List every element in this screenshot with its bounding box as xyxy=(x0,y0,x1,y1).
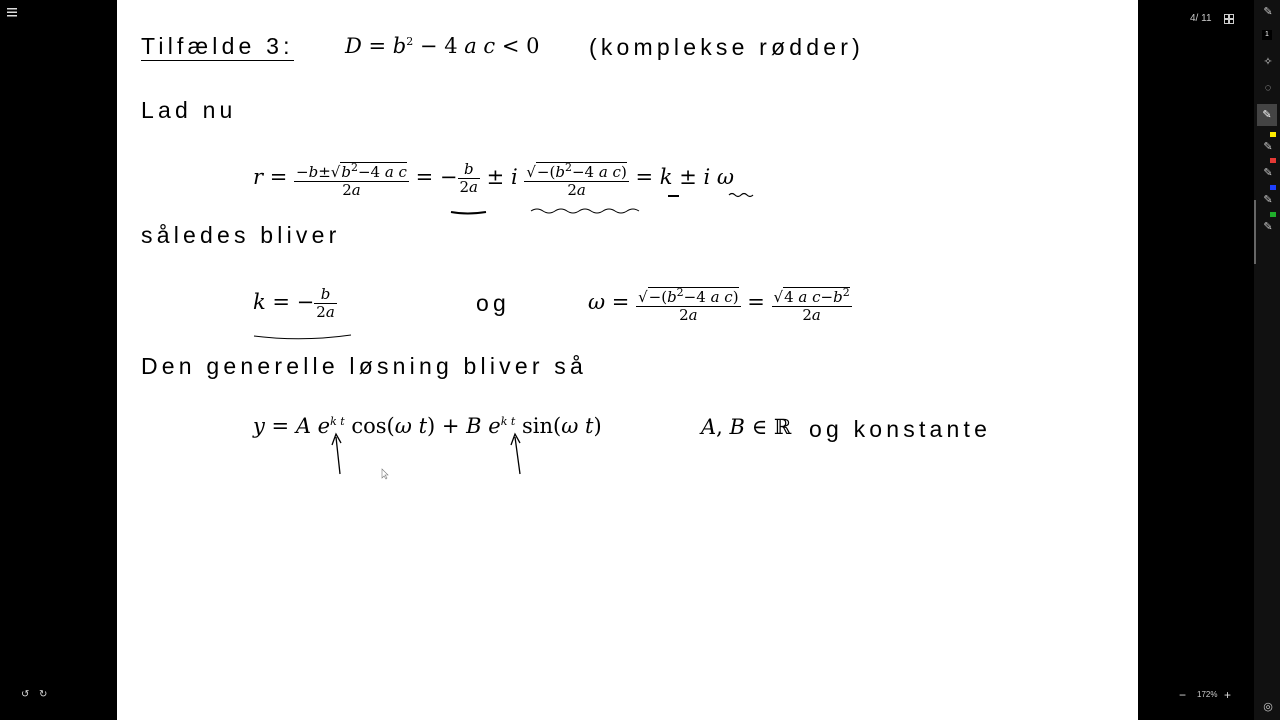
case-condition-note: (komplekse rødder) xyxy=(589,34,864,60)
constants-text: og konstante xyxy=(809,416,992,442)
pen-width-indicator: 1 xyxy=(1262,30,1272,40)
undo-icon[interactable]: ↺ xyxy=(21,689,30,700)
wavy-underline-k-definition xyxy=(253,334,352,340)
zoom-out-icon[interactable]: − xyxy=(1179,688,1187,702)
underline-minus-b-over-2a xyxy=(450,211,487,215)
let-now-text: Lad nu xyxy=(141,97,237,123)
yellow-swatch xyxy=(1270,132,1276,137)
laser-pointer-icon[interactable]: ✧ xyxy=(1263,56,1273,68)
blue-swatch xyxy=(1270,185,1276,190)
thus-text: således bliver xyxy=(141,222,341,248)
discriminant-formula: D = b2 − 4 a c < 0 xyxy=(345,34,540,58)
page-counter: 4/ 11 xyxy=(1190,13,1212,24)
pen-red-icon[interactable]: ✎ xyxy=(1263,167,1273,179)
toolbar-scrollbar[interactable] xyxy=(1254,200,1256,264)
wavy-underline-sqrt-term xyxy=(530,208,640,214)
mouse-cursor-icon xyxy=(381,468,389,480)
grid-view-icon[interactable] xyxy=(1224,14,1234,26)
pen-blue-icon[interactable]: ✎ xyxy=(1263,194,1273,206)
zoom-level: 172% xyxy=(1197,690,1218,699)
menu-icon[interactable] xyxy=(6,6,18,20)
general-solution-formula: y = A ek t cos(ω t) + B ek t sin(ω t) xyxy=(253,414,602,438)
highlighter-yellow-icon[interactable]: ✎ xyxy=(1263,141,1273,153)
redo-icon[interactable]: ↻ xyxy=(39,689,48,700)
red-swatch xyxy=(1270,158,1276,163)
arrow-first-exponent xyxy=(331,432,342,475)
constants-set: A, B ∈ ℝ xyxy=(701,415,792,439)
case-label: Tilfælde 3: xyxy=(141,33,294,61)
pen-tool-active[interactable]: ✎ xyxy=(1257,104,1277,126)
arrow-second-exponent xyxy=(510,432,521,475)
pen-green-icon[interactable]: ✎ xyxy=(1263,221,1273,233)
lasso-icon[interactable]: ◌ xyxy=(1264,82,1272,94)
settings-circle-icon[interactable]: ◎ xyxy=(1263,701,1273,713)
green-swatch xyxy=(1270,212,1276,217)
right-toolbar: ✎ 1 ✧ ◌ ✎ ✎ ✎ ✎ ✎ ◎ xyxy=(1254,0,1280,720)
slide-page[interactable]: Tilfælde 3: D = b2 − 4 a c < 0 (kompleks… xyxy=(117,0,1138,720)
and-word: og xyxy=(476,290,510,316)
general-solution-intro: Den generelle løsning bliver så xyxy=(141,353,587,379)
zoom-in-icon[interactable]: + xyxy=(1224,688,1232,702)
pen-edit-icon[interactable]: ✎ xyxy=(1263,6,1273,18)
